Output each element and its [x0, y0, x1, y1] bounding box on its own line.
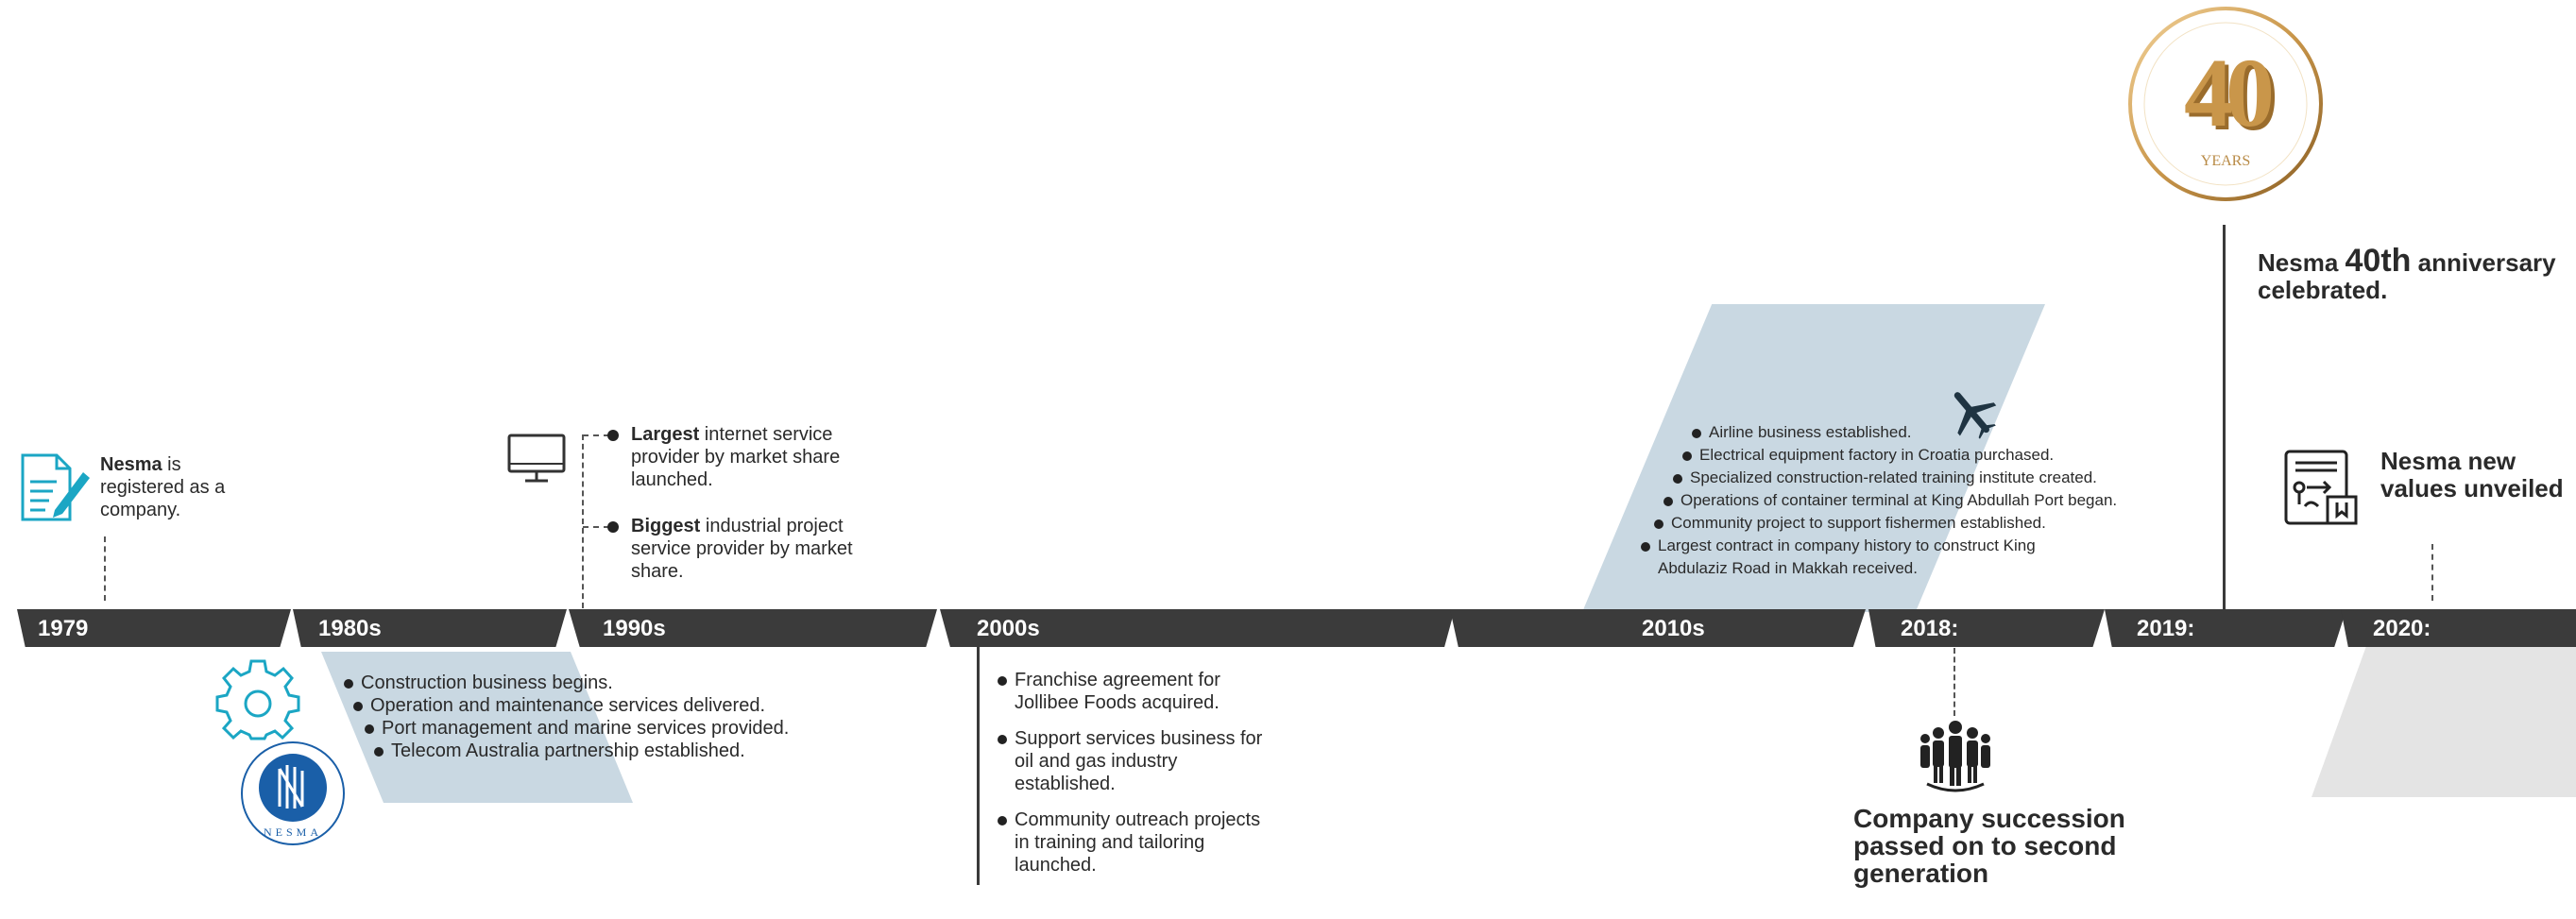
connector-2000s [977, 647, 980, 885]
list-item: Port management and marine services prov… [363, 717, 871, 740]
badge-number: 40 [2184, 39, 2275, 147]
text-2019-pre: Nesma [2258, 248, 2346, 277]
era-label-2019: 2019: [2137, 616, 2195, 641]
list-item: Construction business begins. [342, 672, 871, 694]
era-bar-2020 [2341, 609, 2576, 647]
text-1979-rest: is registered as a company. [100, 454, 226, 520]
text-2019: Nesma 40th anniversary celebrated. [2258, 245, 2576, 304]
list-item: Specialized construction-related trainin… [1671, 467, 2168, 489]
text-2019-bold: 40th [2345, 243, 2412, 279]
list-item: Franchise agreement for Jollibee Foods a… [996, 669, 1270, 714]
connector-1990s [582, 434, 584, 608]
text-1990s-1: Largest internet service provider by mar… [631, 423, 886, 491]
text-1990s-2-bold: Biggest [631, 516, 701, 536]
text-1990s-1-rest: internet service provider by market shar… [631, 424, 841, 490]
era-bar-1979 [17, 609, 291, 647]
text-2020: Nesma new values unveiled [2380, 447, 2564, 502]
era-label-2018: 2018: [1901, 616, 1959, 641]
list-item: Telecom Australia partnership establishe… [372, 740, 871, 762]
values-board-icon [2282, 448, 2362, 532]
connector-1990s-b [583, 526, 609, 528]
text-1990s-2-rest: industrial project service provider by m… [631, 516, 853, 582]
text-1990s-1-bold: Largest [631, 424, 700, 445]
list-item: Electrical equipment factory in Croatia … [1680, 444, 2168, 467]
list-item: Support services business for oil and ga… [996, 727, 1270, 795]
nesma-logo-text: NESMA [263, 825, 322, 839]
list-item: Operation and maintenance services deliv… [351, 694, 871, 717]
era-bar-2019 [2105, 609, 2346, 647]
anniversary-badge-icon [2128, 7, 2323, 201]
text-1979-bold: Nesma [100, 454, 162, 475]
era-label-2020: 2020: [2373, 616, 2431, 641]
bullet-1990s-a [607, 430, 619, 441]
era-label-2000s: 2000s [977, 616, 1040, 641]
people-group-icon [1918, 718, 1993, 798]
gear-icon [215, 655, 300, 745]
era-label-2010s: 2010s [1642, 616, 1705, 641]
list-item: Largest contract in company history to c… [1639, 535, 2092, 580]
era-label-1980s: 1980s [318, 616, 382, 641]
text-1990s-2: Biggest industrial project service provi… [631, 515, 905, 583]
text-2019-post: anniversary celebrated. [2258, 248, 2556, 304]
bullet-1990s-b [607, 521, 619, 533]
connector-2018 [1953, 648, 1955, 716]
document-pen-icon [19, 451, 93, 528]
text-2018: Company succession passed on to second g… [1853, 804, 2125, 888]
list-item: Airline business established. [1690, 421, 2168, 444]
era-bar-1980s [293, 609, 567, 647]
list-2010s: Airline business established. Electrical… [1639, 421, 2168, 580]
era-bar-1990s [569, 609, 937, 647]
badge-word: YEARS [2200, 153, 2251, 169]
list-2000s: Franchise agreement for Jollibee Foods a… [996, 669, 1270, 876]
list-1980s: Construction business begins. Operation … [342, 672, 871, 762]
nesma-logo: NESMA [240, 740, 346, 851]
era-bar-2010s [1450, 609, 1866, 647]
list-item: Community project to support fishermen e… [1652, 512, 2168, 535]
connector-2019 [2223, 225, 2226, 610]
connector-1990s-a [583, 434, 609, 436]
era-label-1979: 1979 [38, 616, 89, 641]
list-item: Community outreach projects in training … [996, 808, 1270, 876]
era-label-1990s: 1990s [603, 616, 666, 641]
airplane-icon [1944, 385, 1999, 445]
anniversary-badge: 40 YEARS [2127, 6, 2324, 202]
band-2020 [2312, 646, 2576, 797]
era-bar-2018 [1868, 609, 2105, 647]
monitor-icon [506, 433, 567, 490]
connector-2020 [2431, 544, 2433, 601]
era-bar-2000s [940, 609, 1455, 647]
connector-1979 [104, 536, 106, 601]
text-1979: Nesma is registered as a company. [100, 453, 261, 521]
list-item: Operations of container terminal at King… [1662, 489, 2168, 512]
